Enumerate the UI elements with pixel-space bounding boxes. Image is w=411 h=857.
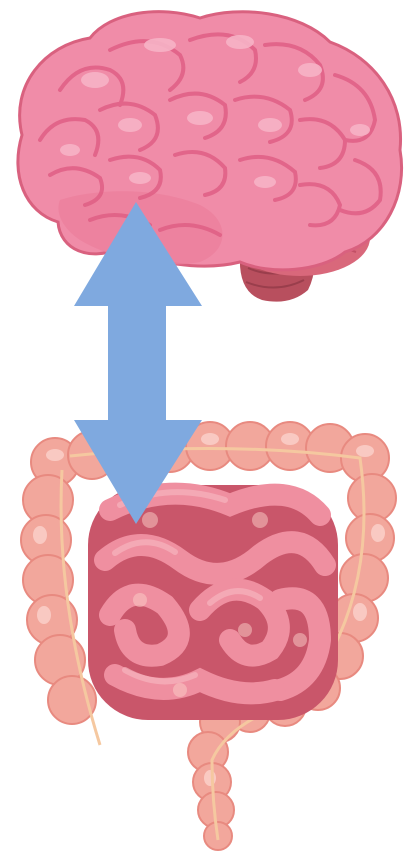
brain-icon [18, 12, 402, 302]
intestines-icon [21, 422, 396, 850]
small-intestine [88, 485, 338, 720]
